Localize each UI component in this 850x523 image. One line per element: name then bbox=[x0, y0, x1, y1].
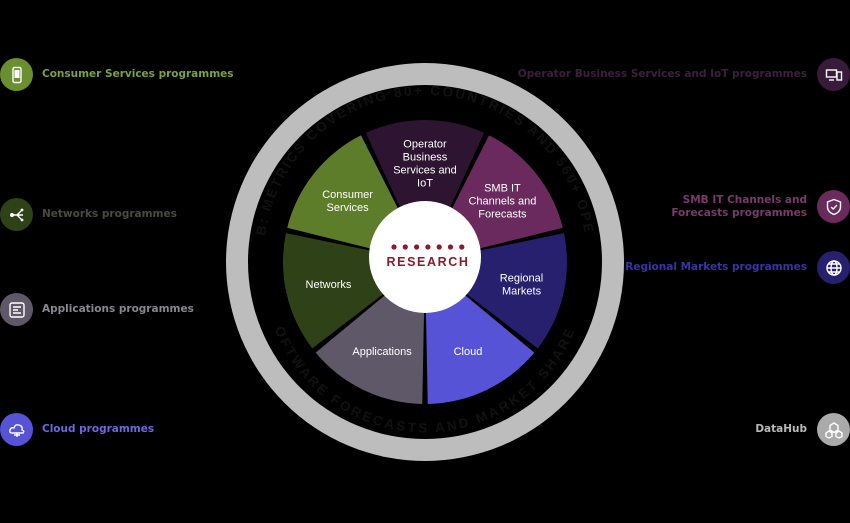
phone-icon bbox=[0, 58, 33, 91]
legend-item-right[interactable]: DataHub bbox=[755, 413, 850, 446]
segment-label-applications: Applications bbox=[352, 346, 412, 358]
segment-applications[interactable] bbox=[315, 293, 425, 404]
segment-networks[interactable] bbox=[283, 233, 386, 349]
segment-cloud[interactable] bbox=[425, 293, 535, 404]
apps-icon bbox=[0, 293, 33, 326]
legend-item-left[interactable]: Cloud programmes bbox=[0, 413, 154, 446]
legend-item-left[interactable]: Consumer Services programmes bbox=[0, 58, 234, 91]
legend-label: Cloud programmes bbox=[42, 423, 155, 435]
legend-item-left[interactable]: Networks programmes bbox=[0, 198, 177, 231]
segment-smb[interactable] bbox=[447, 135, 563, 250]
center-circle bbox=[369, 201, 481, 313]
legend-item-right[interactable]: Operator Business Services and IoT progr… bbox=[518, 58, 850, 91]
network-icon bbox=[0, 198, 33, 231]
legend-item-right[interactable]: Regional Markets programmes bbox=[625, 251, 850, 284]
cloud-icon bbox=[0, 413, 33, 446]
segment-label-networks: Networks bbox=[306, 279, 352, 291]
datahub-icon bbox=[817, 413, 850, 446]
legend-label: SMB IT Channels and Forecasts programmes bbox=[671, 193, 807, 219]
logo-dot bbox=[402, 244, 408, 250]
segment-consumer[interactable] bbox=[287, 135, 403, 250]
logo-dot bbox=[436, 244, 442, 250]
logo-dot bbox=[425, 244, 431, 250]
legend-label: DataHub bbox=[755, 423, 807, 435]
legend-label: Applications programmes bbox=[42, 303, 194, 315]
devices-icon bbox=[817, 58, 850, 91]
legend-label: Consumer Services programmes bbox=[42, 68, 234, 80]
legend-label: Regional Markets programmes bbox=[625, 261, 807, 273]
segment-regional[interactable] bbox=[464, 233, 568, 349]
logo-dot bbox=[391, 244, 397, 250]
shield-icon bbox=[817, 190, 850, 223]
globe-icon bbox=[817, 251, 850, 284]
legend-item-right[interactable]: SMB IT Channels and Forecasts programmes bbox=[647, 190, 850, 223]
legend-label: Operator Business Services and IoT progr… bbox=[517, 68, 807, 80]
center-logo-text: RESEARCH bbox=[387, 255, 470, 269]
segment-operator[interactable] bbox=[365, 119, 485, 217]
segment-label-cloud: Cloud bbox=[454, 346, 483, 358]
legend-label: Networks programmes bbox=[42, 208, 177, 220]
logo-dot bbox=[414, 244, 420, 250]
legend-item-left[interactable]: Applications programmes bbox=[0, 293, 194, 326]
logo-dot bbox=[459, 244, 465, 250]
logo-dot bbox=[447, 244, 454, 250]
